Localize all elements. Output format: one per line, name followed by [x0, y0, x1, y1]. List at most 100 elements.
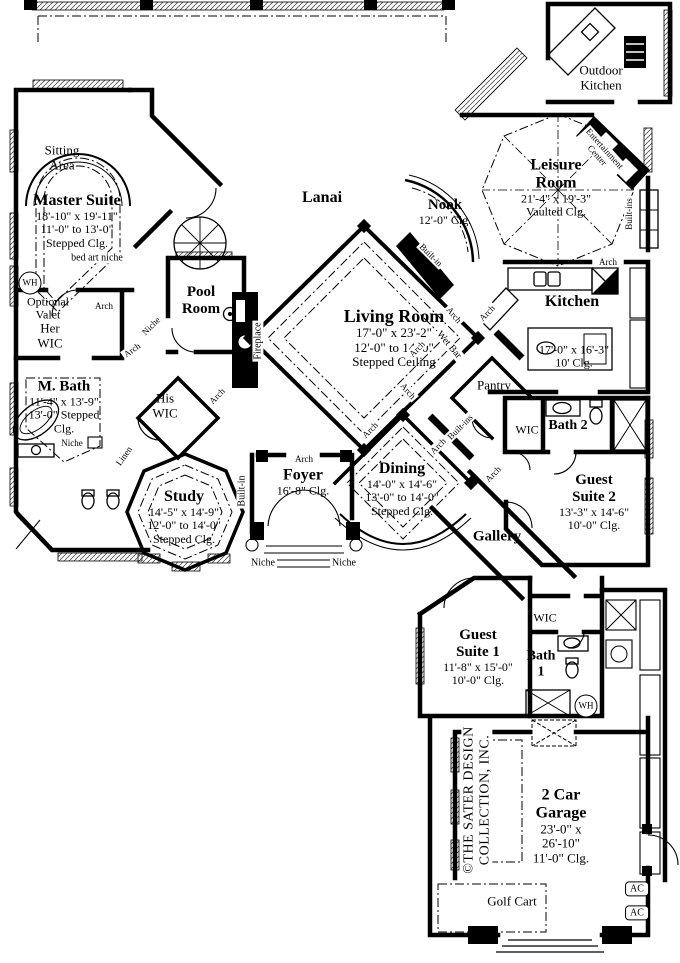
- annotation-arch-his-wic: Arch: [205, 384, 229, 408]
- room-detail: 23'-0" x: [540, 821, 582, 837]
- room-title: Kitchen: [544, 293, 600, 311]
- room-title: 2 Car: [541, 786, 581, 804]
- annotation-built-in-nook: Built-in: [416, 240, 446, 270]
- room-title: Living Room: [343, 306, 445, 327]
- room-title: Her: [40, 320, 60, 336]
- annotation-niche-entry-right: Niche: [330, 557, 358, 569]
- ceiling-dashdot-lines: [25, 15, 635, 933]
- room-title: WIC: [37, 335, 63, 350]
- annotation-arch-master-hall: Arch: [93, 300, 115, 312]
- room-detail: 17'-0" x 16'-3": [538, 342, 610, 357]
- room-title: Bath: [526, 648, 556, 664]
- room-detail: 10' Clg.: [555, 356, 593, 370]
- room-title: Sitting: [44, 142, 80, 158]
- room-title: Lanai: [301, 189, 343, 207]
- room-detail: Clg.: [53, 421, 75, 436]
- annotation-built-in-foyer: Built-in: [236, 473, 248, 509]
- room-detail: Stepped Clg.: [152, 531, 215, 546]
- room-title: WIC: [533, 610, 557, 625]
- room-detail: Stepped Clg.: [46, 235, 108, 250]
- room-label-wic-1: WIC: [533, 610, 557, 625]
- room-title: Study: [163, 487, 205, 505]
- annotation-arch-foyer-dining: Arch: [358, 418, 382, 442]
- room-label-lanai: Lanai: [302, 189, 342, 207]
- room-detail: 11'-8" x 15'-0": [443, 659, 513, 674]
- room-detail: 14'-5" x 14'-9": [148, 504, 220, 519]
- annotation-niche-master-hall: Niche: [138, 313, 164, 339]
- room-title: WIC: [515, 422, 539, 437]
- room-label-bath-2: Bath 2: [548, 418, 587, 434]
- annotation-arch-living-se: Arch: [397, 379, 419, 403]
- room-detail: 17'-0" x 23'-2": [356, 325, 432, 341]
- room-detail: 21'-4" x 19'-3": [520, 191, 592, 206]
- room-label-gallery: Gallery: [473, 529, 521, 546]
- room-title: Dining: [378, 459, 426, 477]
- room-detail: 13'-0" to 14'-0": [365, 490, 439, 505]
- room-detail: 12'-0" to 14'-0": [147, 518, 221, 533]
- room-title: Optional: [27, 294, 69, 309]
- annotation-fireplace: Fireplace: [252, 320, 264, 362]
- room-detail: 26'-10": [542, 835, 580, 851]
- room-title: Pool: [186, 284, 216, 301]
- room-detail: 18'-10" x 19'-11": [36, 208, 118, 223]
- room-detail: 11'-0" to 13'-0": [40, 222, 114, 237]
- annotation-wh-1: WH: [18, 271, 42, 295]
- room-title: Suite 2: [572, 488, 616, 505]
- room-detail: 13'-3" x 14'-6": [558, 504, 630, 519]
- room-detail: 13'-0" Stepped: [28, 407, 100, 422]
- grill-detail: [626, 43, 644, 61]
- annotation-ac-2: AC: [625, 905, 649, 921]
- room-detail: Stepped Ceiling: [352, 354, 436, 370]
- annotation-arch-kitchen-n: Arch: [597, 256, 619, 268]
- room-detail: Vaulted Clg.: [526, 204, 586, 219]
- annotation-niche-entry-left: Niche: [249, 557, 277, 569]
- annotation-built-ins-leisure: Built-ins: [623, 196, 635, 232]
- room-title: Leisure: [530, 156, 582, 174]
- room-title: Foyer: [283, 466, 323, 484]
- room-detail: 10'-0" Clg.: [451, 672, 505, 687]
- room-title: His: [155, 390, 175, 406]
- annotation-arch-kitchen-w: Arch: [475, 301, 499, 325]
- room-detail: 11'-0" Clg.: [532, 850, 590, 866]
- room-title: M. Bath: [37, 378, 91, 395]
- room-title: Guest: [459, 626, 497, 643]
- room-detail: 10'-0" Clg.: [567, 517, 621, 532]
- annotation-bed-art-niche: bed art niche: [69, 252, 125, 264]
- annotation-arch-bath-hall: Arch: [120, 339, 144, 361]
- room-title: Valet: [35, 308, 61, 322]
- room-detail: 12'-0" to 14'-0": [354, 339, 434, 355]
- annotation-built-ins-dining: Built-ins: [443, 410, 477, 444]
- room-title: Garage: [535, 804, 587, 822]
- room-detail: Stepped Clg.: [370, 503, 433, 518]
- room-label-wic-2: WIC: [515, 422, 539, 437]
- room-title: WIC: [152, 405, 178, 420]
- room-title: Pantry: [477, 377, 511, 393]
- room-detail: 12'-0" Clg.: [418, 212, 472, 227]
- room-title: Area: [49, 157, 75, 172]
- room-detail: 14'-0" x 14'-6": [366, 476, 438, 491]
- room-title: Room: [535, 174, 577, 192]
- room-label-kitchen-dims: 17'-0" x 16'-3"10' Clg.: [538, 342, 610, 371]
- room-title: Bath 2: [548, 418, 588, 434]
- room-detail: 16'-8" Clg.: [276, 483, 330, 498]
- annotation-ac-1: AC: [625, 881, 649, 897]
- annotation-niche-mbath: Niche: [59, 437, 85, 449]
- room-title: Outdoor: [579, 62, 623, 78]
